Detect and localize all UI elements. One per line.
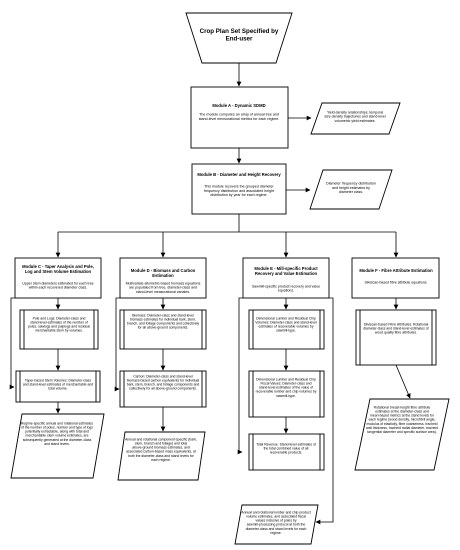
shapes xyxy=(10,12,450,545)
module-c-body: Upper stem diameters estimated for each … xyxy=(22,282,93,290)
module-d-body: Multivariate allometric-based biomass eq… xyxy=(126,282,201,294)
module-e-step2-box xyxy=(248,370,325,418)
module-f-step1-box xyxy=(355,309,437,366)
arrow-f1-to-f-output xyxy=(395,364,411,399)
module-b-box xyxy=(191,163,287,215)
module-a-title: Module A - Dynamic SDMD xyxy=(212,103,265,108)
connector-e-left-to-e3 xyxy=(237,297,243,455)
module-c-step2-text: Taper-based Stem Volumes: Diameter-class… xyxy=(23,378,93,390)
module-e-body: Sawmill-specific product recovery and va… xyxy=(252,285,320,293)
module-c-step2-box xyxy=(15,370,101,403)
module-e-output xyxy=(234,504,319,545)
module-c-step1-box xyxy=(19,309,99,350)
module-f-output-text: Rotational breast-height fibre attribute… xyxy=(366,405,438,434)
module-d-output-text: Annual and rotational component-specific… xyxy=(125,437,197,462)
module-e-output-text: Annual and rotational lumber and chip pr… xyxy=(241,510,310,535)
module-e-step1-box xyxy=(248,309,325,350)
connectors xyxy=(9,63,411,525)
module-a-body: The module computes an array of annual t… xyxy=(199,113,280,121)
module-a-box xyxy=(190,86,289,149)
module-f-title: Module F - Fibre Attribute Estimation xyxy=(359,268,433,273)
connector-d-left-to-d2 xyxy=(114,297,120,392)
module-a-output xyxy=(310,102,401,135)
connector-c-left-to-c2 xyxy=(9,297,15,390)
module-c-output-text: Regime-specific annual and rotational es… xyxy=(21,421,93,446)
module-f-box xyxy=(351,257,440,299)
module-d-output xyxy=(117,431,206,481)
module-d-step1-box xyxy=(119,309,207,350)
module-f-step1-text: Silviscan-based Fibre Attributes: Rotati… xyxy=(363,322,428,334)
module-d-box xyxy=(119,257,207,299)
module-b-body: This module recovers the grouped diamete… xyxy=(204,185,275,198)
module-b-output xyxy=(309,169,393,210)
module-c-title: Module C - Taper Analysis and Pole,Log a… xyxy=(22,264,94,274)
module-f-body: Silviscan-based fibre attribute equation… xyxy=(364,281,427,285)
module-c-output xyxy=(10,413,105,479)
module-d-step2-box xyxy=(119,370,207,408)
start-node xyxy=(185,12,293,64)
module-e-box xyxy=(242,257,330,299)
module-f-output xyxy=(354,398,450,471)
module-c-box xyxy=(14,257,102,299)
module-b-title: Module B - Diameter and Height Recovery xyxy=(197,172,281,177)
connector-e-right-to-e-output xyxy=(315,297,334,525)
module-e-step3-box xyxy=(248,433,325,471)
